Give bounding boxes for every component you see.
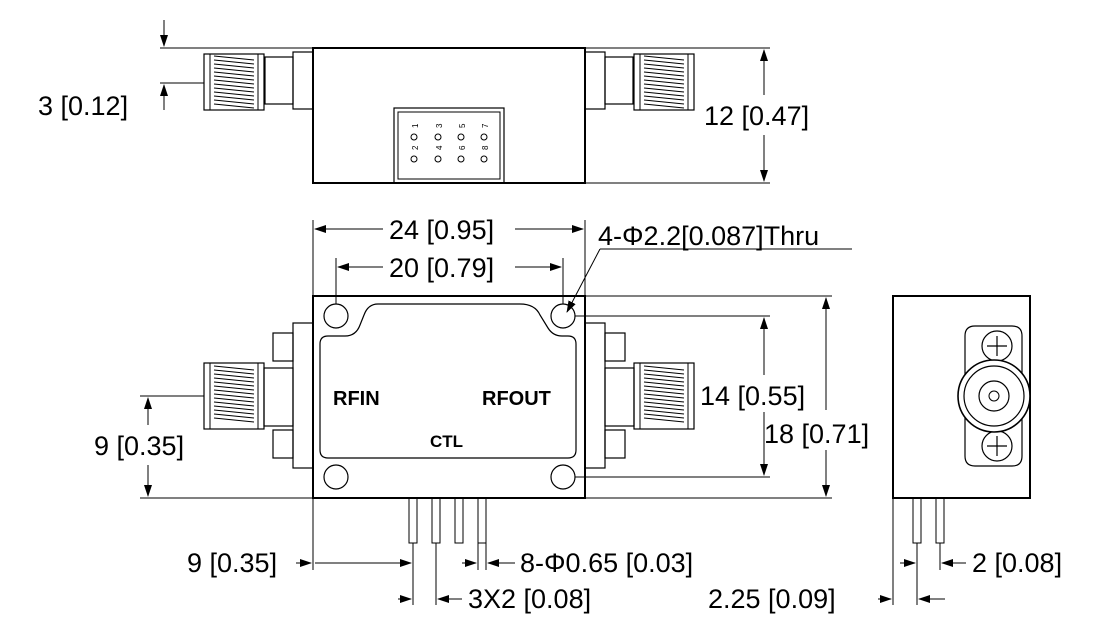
dim-label-holes: 4-Φ2.2[0.087]Thru: [598, 221, 819, 251]
dim-pin-pitch: 3X2 [0.08]: [398, 543, 591, 614]
pin-label-3: 3: [435, 123, 444, 128]
front-view: RFIN RFOUT CTL 24 [0.95] 20 [0.79] 4-Φ2.…: [94, 215, 869, 614]
dim-mount-holes: 4-Φ2.2[0.087]Thru: [566, 221, 852, 313]
top-left-connector: [203, 53, 265, 111]
pin-label-5: 5: [458, 123, 467, 128]
dim-label-18: 18 [0.71]: [764, 419, 869, 449]
dim-side-pin-offset: 2.25 [0.09]: [708, 498, 945, 614]
label-rfin: RFIN: [333, 388, 380, 410]
dim-pin-diameter: 8-Φ0.65 [0.03]: [462, 543, 693, 578]
dim-hole-spacing-y: 14 [0.55]: [575, 315, 805, 478]
dim-overall-width: 24 [0.95]: [312, 215, 586, 296]
top-left-thread: [209, 54, 259, 110]
pin-label-1: 1: [411, 123, 420, 128]
dim-label-pitch: 3X2 [0.08]: [468, 584, 591, 614]
front-view-cover: [319, 303, 577, 459]
dim-label-12: 12 [0.47]: [704, 101, 809, 131]
top-view-body: [312, 47, 586, 184]
dim-label-9-connector: 9 [0.35]: [94, 431, 184, 461]
dim-body-height: 12 [0.47]: [585, 47, 809, 184]
label-ctl: CTL: [430, 432, 463, 451]
top-left-flange: [292, 51, 314, 110]
top-right-thread: [639, 54, 689, 110]
side-view: 2 [0.08] 2.25 [0.09]: [708, 295, 1062, 614]
pin-label-4: 4: [435, 145, 444, 150]
dim-label-2: 2 [0.08]: [972, 548, 1062, 578]
pin-header: [393, 107, 505, 184]
front-right-connector: [584, 322, 695, 469]
front-pins: [408, 497, 487, 544]
side-flange: [964, 325, 1023, 467]
mount-hole-tr: [550, 303, 576, 329]
dim-label-3: 3 [0.12]: [38, 91, 128, 121]
connector-pin-icon: [988, 390, 1000, 402]
dim-pin-offset: 9 [0.35]: [187, 498, 414, 605]
dim-label-14: 14 [0.55]: [700, 381, 805, 411]
dim-top-thread-offset: 3 [0.12]: [38, 20, 313, 121]
label-rfout: RFOUT: [482, 388, 551, 410]
dim-label-24: 24 [0.95]: [389, 215, 494, 245]
top-view: 1 3 5 7 2 4 6 8 3 [0.12] 12 [0.47]: [38, 20, 809, 184]
dim-side-pin-pitch: 2 [0.08]: [900, 543, 1062, 605]
mount-hole-br: [550, 464, 576, 490]
top-right-connector: [633, 53, 695, 111]
dim-hole-spacing-x: 20 [0.79]: [335, 253, 564, 304]
dim-label-9-pin: 9 [0.35]: [187, 548, 277, 578]
dim-label-2-25: 2.25 [0.09]: [708, 584, 836, 614]
mount-hole-tl: [323, 303, 349, 329]
connector-outer: [957, 359, 1031, 433]
pin-header-pins: 1 3 5 7 2 4 6 8: [410, 123, 490, 163]
pin-label-7: 7: [481, 123, 490, 128]
pin-label-8: 8: [481, 145, 490, 150]
dim-label-pin-dia: 8-Φ0.65 [0.03]: [520, 548, 693, 578]
dim-label-20: 20 [0.79]: [389, 253, 494, 283]
dim-connector-center: 9 [0.35]: [94, 395, 313, 499]
pin-label-6: 6: [458, 145, 467, 150]
dim-overall-height: 18 [0.71]: [585, 295, 869, 499]
mount-hole-bl: [323, 464, 349, 490]
pin-label-2: 2: [411, 145, 420, 150]
front-left-connector: [203, 322, 314, 469]
top-right-flange: [584, 51, 606, 110]
